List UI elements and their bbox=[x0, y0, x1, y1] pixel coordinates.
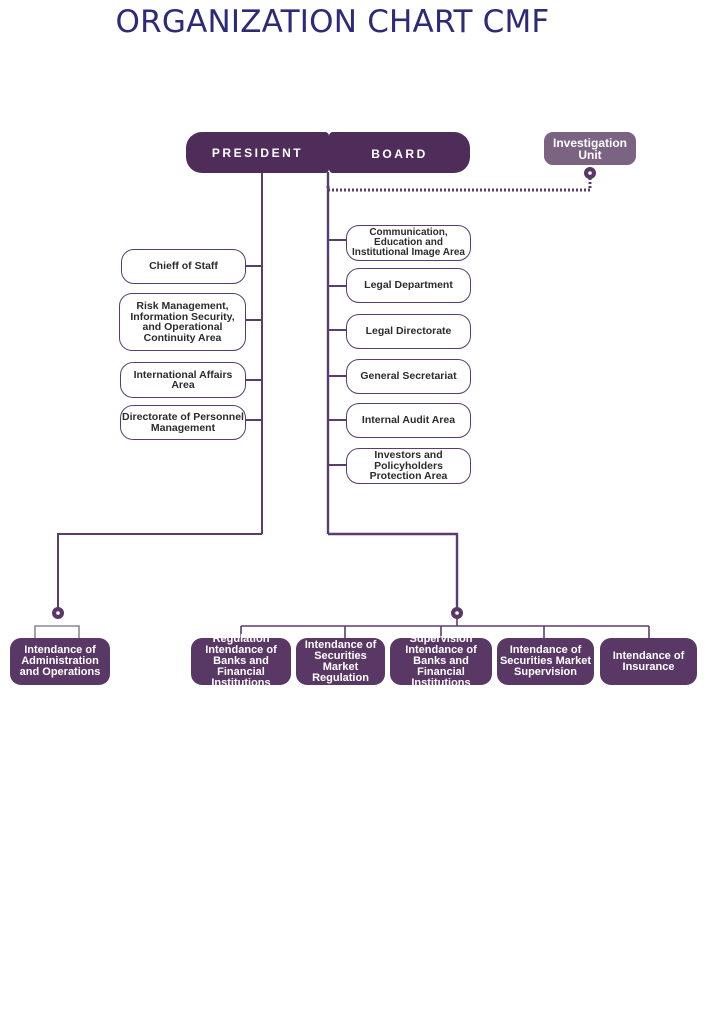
unit-legal-directorate: Legal Directorate bbox=[346, 314, 471, 349]
unit-risk-management: Risk Management, Information Security, a… bbox=[119, 293, 246, 351]
unit-internal-audit: Internal Audit Area bbox=[346, 403, 471, 438]
unit-general-secretariat: General Secretariat bbox=[346, 359, 471, 394]
board-node: BOARD bbox=[329, 132, 470, 173]
president-node: PRESIDENT bbox=[186, 132, 329, 173]
intendance-securities-regulation: Intendance of Securities Market Regulati… bbox=[296, 638, 385, 685]
page-title: ORGANIZATION CHART CMF bbox=[115, 4, 550, 40]
unit-communication: Communication, Education and Institution… bbox=[346, 225, 471, 261]
intendance-administration: Intendance of Administration and Operati… bbox=[10, 638, 110, 685]
unit-chief-of-staff: Chieff of Staff bbox=[121, 249, 246, 284]
unit-investors-protection: Investors and Policyholders Protection A… bbox=[346, 448, 471, 484]
intendance-supervision-banks: Supervision Intendance of Banks and Fina… bbox=[390, 634, 492, 689]
unit-personnel-management: Directorate of Personnel Management bbox=[120, 405, 246, 440]
intendance-regulation-banks: Regulation Intendance of Banks and Finan… bbox=[191, 634, 291, 689]
investigation-unit-node: Investigation Unit bbox=[544, 132, 636, 165]
intendance-insurance: Intendance of Insurance bbox=[600, 638, 697, 685]
unit-international-affairs: International Affairs Area bbox=[120, 362, 246, 398]
unit-legal-department: Legal Department bbox=[346, 268, 471, 303]
intendance-securities-supervision: Intendance of Securities Market Supervis… bbox=[497, 638, 594, 685]
connector-dots bbox=[52, 167, 596, 619]
